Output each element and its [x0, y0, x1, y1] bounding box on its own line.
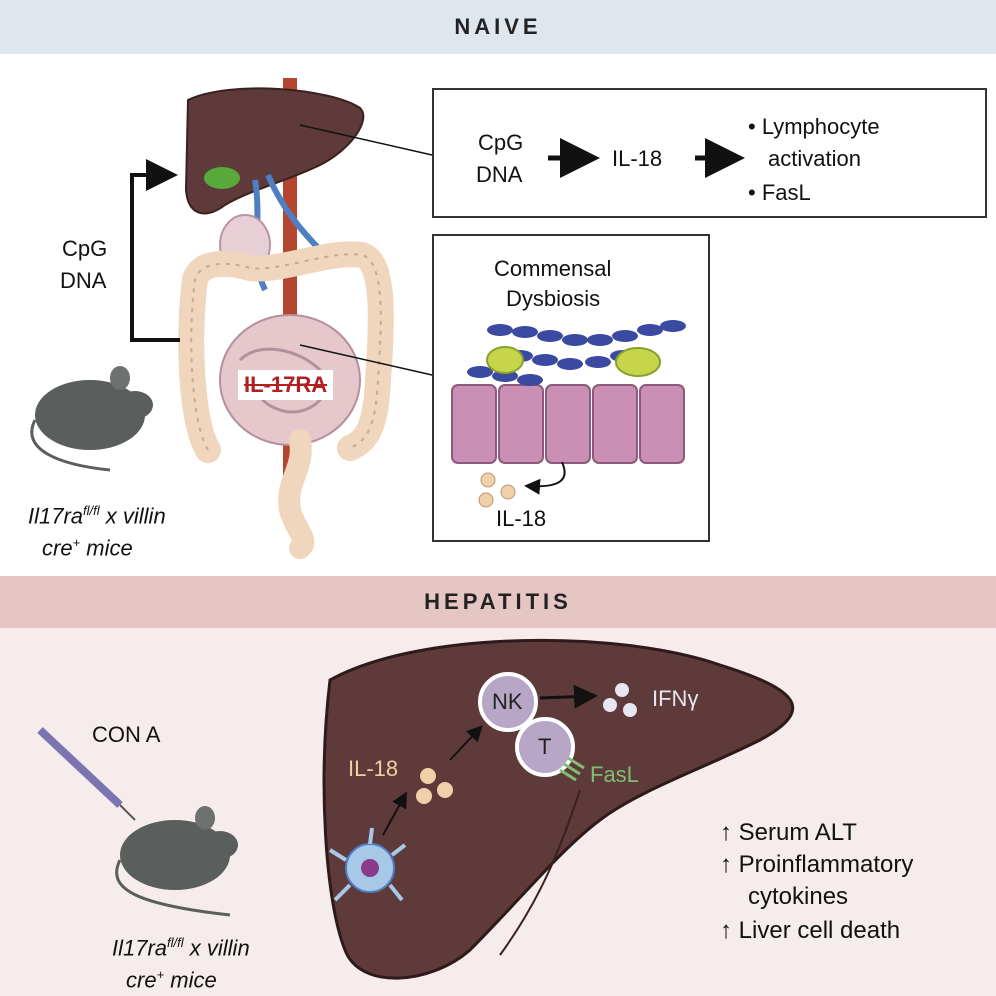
pathway-outcome-3: • FasL	[748, 180, 811, 205]
il18-bead	[480, 472, 496, 488]
gallbladder	[204, 167, 240, 189]
green-bacterium	[615, 347, 661, 377]
t-cell	[515, 717, 575, 777]
outcome-cytokines: cytokines	[748, 883, 849, 910]
dysbiosis-il18: IL-18	[496, 506, 547, 531]
con-a-label: CON A	[92, 722, 161, 747]
naive-header: NAIVE	[0, 0, 996, 54]
nk-to-ifn-arrow	[539, 684, 598, 709]
mouse-icon	[30, 366, 153, 472]
hepatitis-header: HEPATITIS	[0, 576, 996, 628]
nk-cell	[478, 672, 538, 732]
dendritic-cell	[328, 827, 407, 902]
il18-bead	[420, 768, 436, 784]
outcome-serum-alt: ↑ Serum ALT	[720, 819, 857, 846]
dysbiosis-title-2: Dysbiosis	[506, 286, 601, 311]
liver-leader-line	[299, 124, 433, 156]
cpg-side-label-1: CpG	[62, 236, 108, 261]
t-label: T	[538, 734, 552, 759]
cpg-loop-arrow	[130, 159, 180, 342]
outcome-proinflammatory: ↑ Proinflammatory	[720, 851, 914, 878]
nk-label: NK	[492, 689, 523, 714]
pathway-outcome-2: activation	[768, 146, 861, 171]
il17ra-label: IL-17RA	[238, 370, 334, 400]
naive-mouse-label-line2: cre+ mice	[42, 535, 133, 561]
pathway-cpg-1: CpG	[478, 130, 524, 155]
cpg-side-label-2: DNA	[60, 268, 107, 293]
fasl-label: FasL	[590, 762, 639, 787]
pathway-outcome-1: • Lymphocyte	[748, 114, 880, 139]
naive-mouse-label-line1: Il17rafl/fl x villin	[28, 503, 166, 529]
hepatitis-liver	[322, 638, 795, 980]
dysbiosis-title-1: Commensal	[494, 256, 612, 281]
dc-to-il18-arrow	[382, 791, 407, 836]
epithelium	[451, 384, 685, 464]
gut-leader-line	[299, 344, 433, 376]
syringe-icon	[37, 727, 136, 821]
release-arrow	[524, 461, 566, 495]
hepatitis-mouse-label-line2: cre+ mice	[126, 967, 217, 993]
ifn-label: IFNγ	[652, 686, 699, 711]
il18-bead	[416, 788, 432, 804]
il18-to-nk-arrow	[449, 725, 483, 761]
hepatitis-il18-label: IL-18	[348, 756, 399, 781]
ifn-bead	[603, 698, 617, 712]
pathway-il18: IL-18	[612, 146, 663, 171]
il18-bead	[500, 484, 516, 500]
rectum	[278, 429, 315, 559]
green-bacterium	[486, 346, 524, 374]
il18-bead	[478, 492, 494, 508]
fasl-receptor	[559, 756, 585, 782]
outcome-liver-cell-death: ↑ Liver cell death	[720, 917, 901, 944]
mouse-icon	[115, 806, 238, 917]
pathway-cpg-2: DNA	[476, 162, 523, 187]
hepatitis-mouse-label-line1: Il17rafl/fl x villin	[112, 935, 250, 961]
ifn-bead	[615, 683, 629, 697]
ifn-bead	[623, 703, 637, 717]
il18-bead	[437, 782, 453, 798]
